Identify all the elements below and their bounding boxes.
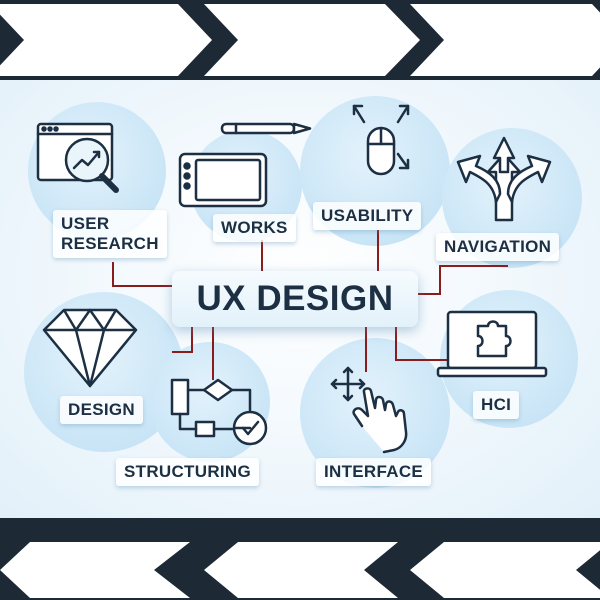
mouse-icon: [352, 104, 410, 176]
user-research-label: USER RESEARCH: [53, 210, 167, 258]
chevron-arrow-shape: [204, 542, 398, 598]
diamond-icon: [42, 308, 138, 388]
bottom-chevron-band: [0, 518, 600, 600]
chevron-arrow-shape: [0, 542, 190, 598]
connector-hci: [395, 327, 450, 361]
usability-label: USABILITY: [313, 202, 422, 230]
flowchart-icon: [170, 378, 268, 446]
branching-arrows-icon: [456, 136, 552, 222]
design-label: DESIGN: [60, 396, 143, 424]
magnifier-chart-icon: [36, 122, 119, 193]
connector-lines: [112, 230, 508, 380]
tablet-pen-icon: [178, 122, 312, 208]
touch-hand-icon: [330, 366, 408, 454]
chevron-arrow-shape: [204, 4, 420, 76]
laptop-puzzle-icon: [436, 310, 548, 378]
chevron-arrow-shape: [410, 4, 600, 76]
structuring-label: STRUCTURING: [116, 458, 260, 486]
center-title: UX DESIGN: [172, 271, 418, 327]
interface-label: INTERFACE: [316, 458, 432, 486]
connector-user-research: [112, 262, 172, 287]
chevron-arrow-shape: [410, 542, 600, 598]
works-label: WORKS: [213, 214, 296, 242]
hci-label: HCI: [473, 391, 520, 419]
top-chevron-band: [0, 0, 600, 80]
connector-design: [172, 327, 193, 353]
chevron-arrow-shape: [0, 4, 212, 76]
navigation-label: NAVIGATION: [436, 233, 560, 261]
ux-design-diagram: USER RESEARCH WORKS USABILITY NAVIGATION…: [0, 80, 600, 518]
connector-navigation: [418, 265, 508, 295]
